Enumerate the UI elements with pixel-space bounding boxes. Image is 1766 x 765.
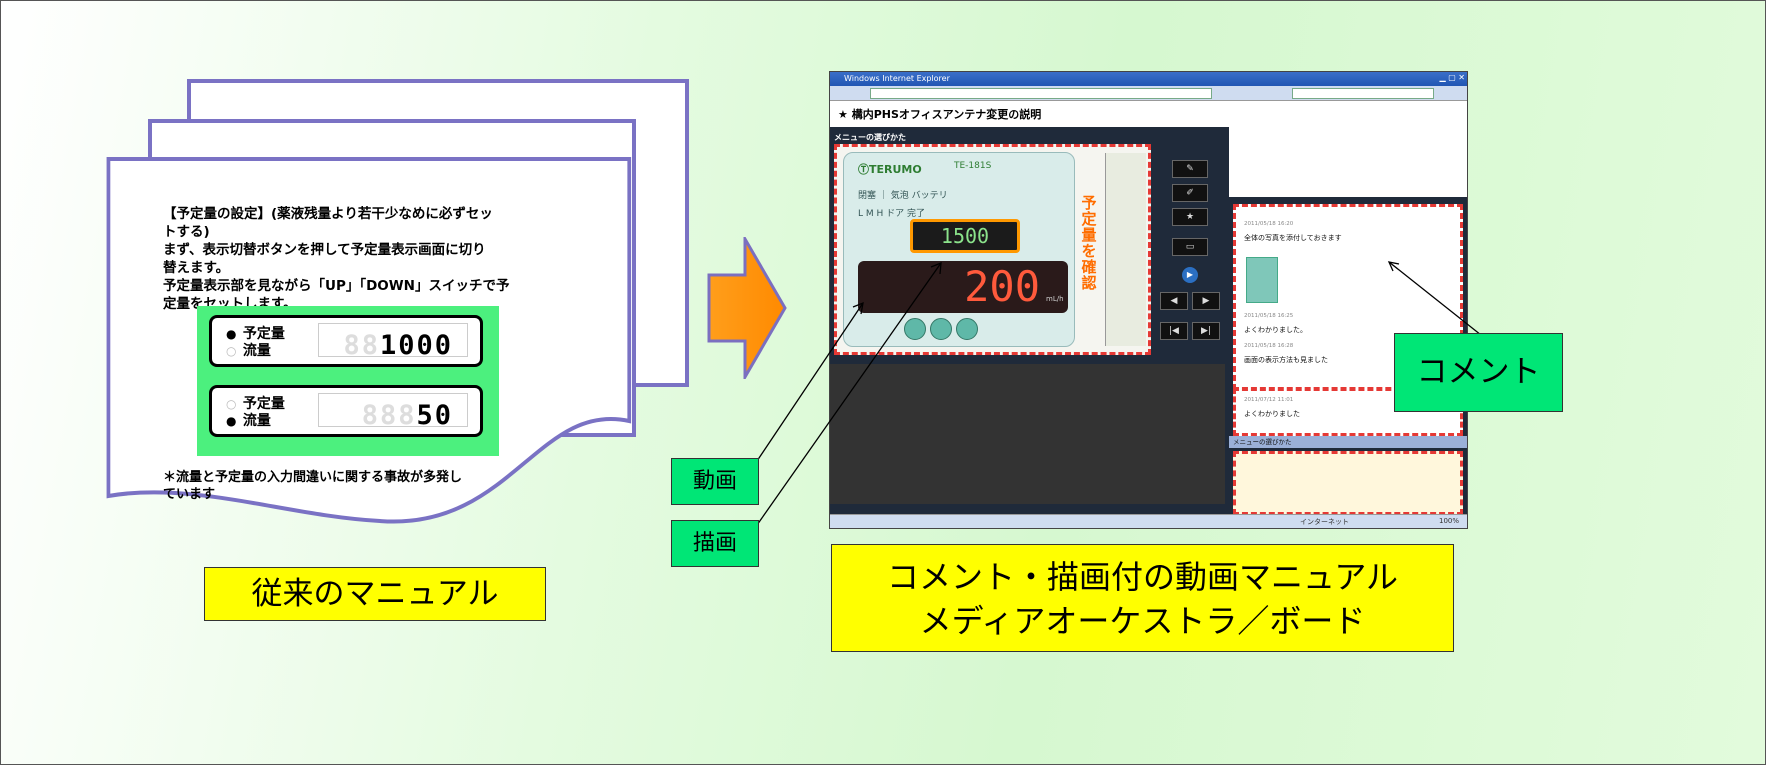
drawing-tools: ✎ ✐ ★ ▭ ▶ ◀ ▶ |◀ ▶|	[1160, 152, 1220, 352]
indicator-flow: ○ 予定量 ● 流量 88850	[209, 385, 483, 437]
window-title: Windows Internet Explorer	[830, 72, 1467, 86]
video-manual-screenshot: Windows Internet Explorer ▁ ▢ ✕ ★ 構内PHSオ…	[829, 71, 1468, 529]
comment-description	[1229, 143, 1467, 197]
segment-digits: 1000	[379, 330, 453, 361]
flow-rate-display: 200	[858, 261, 1068, 313]
app-title: ★ 構内PHSオフィスアンテナ変更の説明	[838, 108, 1042, 121]
menu-label: メニューの選びかた	[834, 133, 906, 142]
segment-value: 88850	[362, 401, 453, 431]
segment-ghost: 88	[343, 330, 380, 361]
prev-button[interactable]: |◀	[1160, 322, 1188, 340]
manual-line: 予定量表示部を見ながら「UP」「DOWN」スイッチで予	[163, 278, 510, 294]
warning-line: ＊流量と予定量の入力間違いに関する事故が多発し	[163, 470, 463, 485]
segment-digits: 50	[416, 400, 453, 431]
comment-callout: コメント	[1394, 333, 1563, 412]
right-arrow-icon	[707, 237, 787, 379]
indicator-schedule: ● 予定量 ○ 流量 881000	[209, 315, 483, 367]
pump-up-button	[930, 318, 952, 340]
next-button[interactable]: ▶|	[1192, 322, 1220, 340]
video-lower-area	[830, 364, 1225, 504]
drawing-annotation: 予定量を確認	[1081, 194, 1097, 292]
infusion-pump-image: ⓉTERUMO TE-181S 閉塞 ｜ 気泡 バッテリ L M H ドア 完了…	[843, 152, 1075, 347]
pump-model: TE-181S	[954, 161, 992, 171]
video-callout: 動画	[671, 458, 759, 505]
indicator-label: 流量	[242, 413, 271, 429]
device-image	[1246, 257, 1278, 303]
app-header: ★ 構内PHSオフィスアンテナ変更の説明	[830, 101, 1467, 127]
video-player[interactable]: ⓉTERUMO TE-181S 閉塞 ｜ 気泡 バッテリ L M H ドア 完了…	[834, 144, 1151, 355]
section-bar: メニューの選びかた	[1229, 436, 1467, 448]
unit-label: mL/h	[1046, 295, 1064, 303]
indicator-panel: ● 予定量 ○ 流量 881000 ○ 予定量 ● 流量 88850	[197, 306, 499, 456]
comment-meta: 2011/07/12 11:01	[1244, 397, 1294, 403]
comment-body: よくわかりました。	[1244, 326, 1307, 334]
comment-meta: 2011/05/18 16:20	[1244, 221, 1294, 227]
segment-value: 881000	[343, 331, 453, 361]
comment-meta: 2011/05/18 16:28	[1244, 343, 1294, 349]
play-icon[interactable]: ▶	[1182, 267, 1198, 283]
pen-tool-button[interactable]: ✎	[1172, 160, 1208, 178]
pump-labels: 閉塞 ｜ 気泡 バッテリ L M H ドア 完了	[858, 187, 948, 223]
indicator-row-schedule: ● 予定量	[226, 323, 285, 343]
empty-dot-icon: ○	[226, 344, 237, 358]
manual-line: トする)	[163, 224, 210, 240]
video-manual-label-line1: コメント・描画付の動画マニュアル	[886, 558, 1399, 596]
indicator-row-flow: ○ 流量	[226, 340, 271, 360]
indicator-row-schedule: ○ 予定量	[226, 393, 285, 413]
url-field[interactable]	[870, 88, 1212, 99]
rewind-button[interactable]: ◀	[1160, 292, 1188, 310]
star-tool-button[interactable]: ★	[1172, 208, 1208, 226]
segment-ghost: 888	[361, 400, 417, 431]
comment-meta: 2011/05/18 16:25	[1244, 313, 1294, 319]
pump-up-button	[956, 318, 978, 340]
window-controls-icon[interactable]: ▁ ▢ ✕	[1439, 73, 1466, 82]
manual-line: まず、表示切替ボタンを押して予定量表示画面に切り	[163, 242, 486, 258]
indicator-label: 流量	[242, 343, 271, 359]
status-text: インターネット	[1300, 518, 1349, 526]
comment-header	[1229, 127, 1467, 143]
pump-label-line: L M H ドア 完了	[858, 209, 925, 219]
warning-line: ています	[163, 487, 216, 502]
manual-line: 替えます。	[163, 260, 230, 276]
pump-side-panel	[1105, 153, 1146, 346]
traditional-manual-label: 従来のマニュアル	[204, 567, 546, 621]
pump-brand: ⓉTERUMO	[858, 163, 922, 176]
clear-tool-button[interactable]: ▭	[1172, 238, 1208, 256]
manual-line: 【予定量の設定】(薬液残量より若干少なめに必ずセッ	[163, 206, 493, 222]
comment-body: よくわかりました	[1244, 410, 1300, 418]
indicator-label: 予定量	[242, 396, 285, 412]
scheduled-volume-display: 1500	[910, 219, 1020, 253]
status-bar: インターネット 100%	[830, 514, 1467, 528]
comment-body: 画面の表示方法も見ました	[1244, 356, 1328, 364]
forward-button[interactable]: ▶	[1192, 292, 1220, 310]
indicator-row-flow: ● 流量	[226, 410, 271, 430]
drawing-callout: 描画	[671, 520, 759, 567]
manual-instructions: 【予定量の設定】(薬液残量より若干少なめに必ずセッ トする) まず、表示切替ボタ…	[163, 205, 553, 313]
video-manual-label-line2: メディアオーケストラ／ボード	[919, 602, 1366, 640]
manual-warning: ＊流量と予定量の入力間違いに関する事故が多発し ています	[163, 469, 543, 503]
eraser-tool-button[interactable]: ✐	[1172, 184, 1208, 202]
comment-body: 全体の写真を添付しておきます	[1244, 234, 1342, 242]
segment-display: 88850	[318, 393, 468, 431]
pump-up-button	[904, 318, 926, 340]
empty-dot-icon: ○	[226, 397, 237, 411]
search-input[interactable]	[1292, 88, 1434, 99]
comment-thread	[1233, 451, 1463, 515]
video-manual-label: コメント・描画付の動画マニュアル メディアオーケストラ／ボード	[831, 544, 1454, 652]
filled-dot-icon: ●	[226, 414, 237, 428]
zoom-level[interactable]: 100%	[1438, 517, 1459, 525]
segment-display: 881000	[318, 323, 468, 361]
pump-label-line: 閉塞 ｜ 気泡 バッテリ	[858, 191, 948, 201]
indicator-label: 予定量	[242, 326, 285, 342]
address-bar	[830, 86, 1467, 101]
filled-dot-icon: ●	[226, 327, 237, 341]
